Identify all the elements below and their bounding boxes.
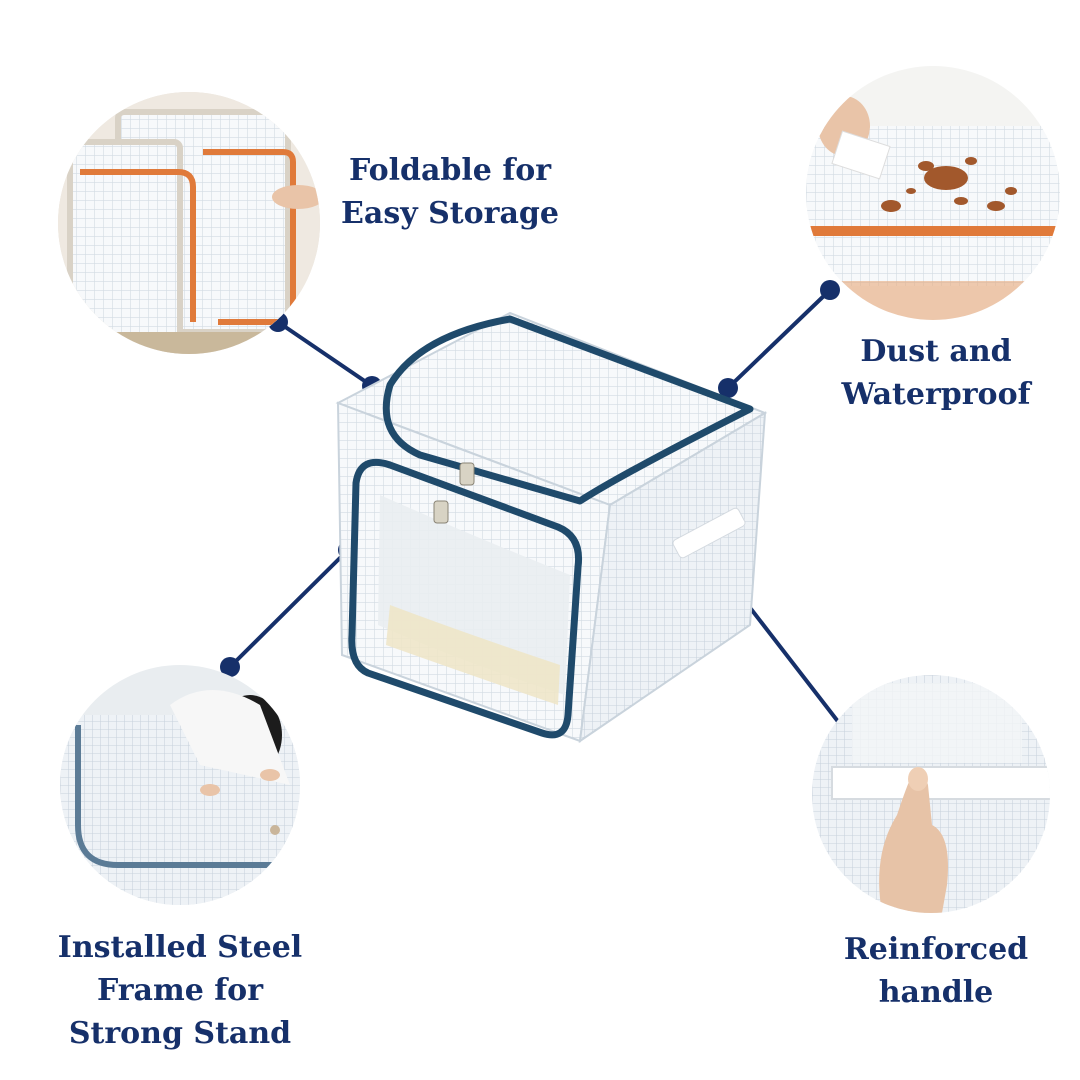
waterproof-feature-photo <box>806 66 1060 320</box>
steel-frame-label-line2: Frame for <box>96 973 263 1008</box>
handle-label-line1: Reinforced <box>843 932 1029 967</box>
waterproof-label-line1: Dust and <box>860 334 1012 369</box>
foldable-label-line2: Easy Storage <box>341 196 559 231</box>
connector-line-steel-frame <box>228 548 350 669</box>
connector-dot <box>220 657 240 677</box>
foldable-label: Foldable for Easy Storage <box>330 149 570 235</box>
connector-dot <box>820 280 840 300</box>
foldable-feature-photo <box>58 92 320 354</box>
foldable-label-line1: Foldable for <box>348 153 552 188</box>
handle-label-line2: handle <box>878 975 994 1010</box>
handle-label: Reinforced handle <box>830 928 1042 1014</box>
waterproof-label: Dust and Waterproof <box>820 330 1052 416</box>
handle-feature-photo <box>812 675 1050 913</box>
connector-dot <box>718 378 738 398</box>
steel-frame-label-line3: Strong Stand <box>68 1016 292 1051</box>
waterproof-label-line2: Waterproof <box>841 377 1031 412</box>
steel-frame-label-line1: Installed Steel <box>57 930 303 965</box>
steel-frame-feature-photo <box>60 665 300 905</box>
storage-box-image <box>335 311 768 744</box>
steel-frame-label: Installed Steel Frame for Strong Stand <box>40 926 320 1055</box>
connector-line-waterproof <box>726 288 832 390</box>
connector-line-foldable <box>276 320 374 388</box>
